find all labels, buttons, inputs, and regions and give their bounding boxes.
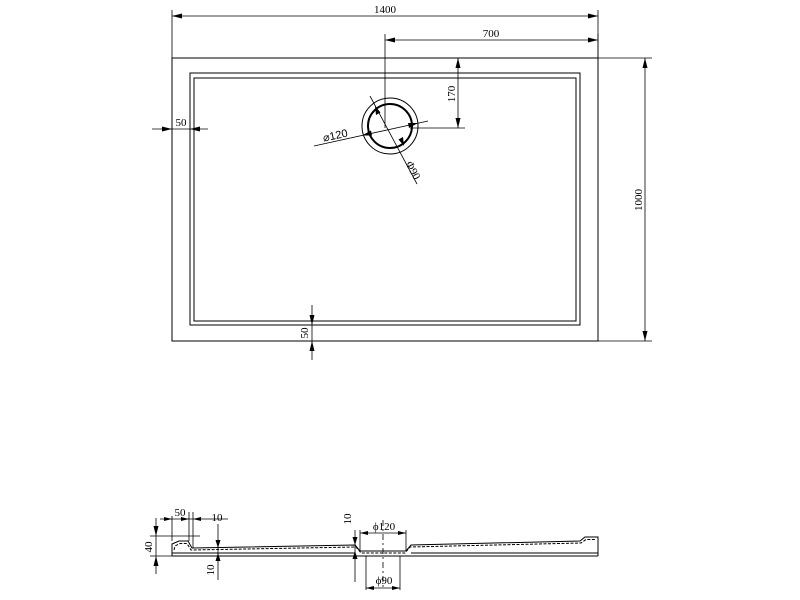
section-inner-profile — [173, 539, 596, 554]
label-bottom-rim: 50 — [299, 327, 311, 339]
label-section-drain-depth: 10 — [342, 513, 354, 525]
label-overall-width: 1400 — [374, 4, 397, 16]
label-section-drain-inner: ϕ90 — [376, 575, 393, 587]
label-section-bottom-thickness: 10 — [205, 564, 217, 576]
label-section-rim-width: 50 — [175, 507, 187, 519]
dim-section-drain-inner: ϕ90 — [365, 556, 401, 590]
label-half-width: 700 — [483, 28, 500, 40]
dim-section-drain-depth: 10 — [342, 513, 358, 582]
dim-half-width: 700 — [384, 28, 599, 128]
dim-section-rim: 50 10 — [160, 507, 228, 548]
label-overall-depth: 1000 — [633, 189, 645, 212]
top-view: 1400 700 170 1000 — [152, 4, 652, 360]
label-drain-offset: 170 — [446, 85, 458, 102]
section-view: 40 50 10 10 10 — [143, 507, 599, 590]
label-drain-outer: ⌀120 — [322, 128, 349, 145]
label-section-height: 40 — [143, 541, 155, 553]
dim-drain-offset: 170 — [410, 58, 465, 129]
label-section-rim-step: 10 — [212, 512, 224, 524]
dim-section-drain-outer: ϕ120 — [359, 521, 407, 551]
dim-bottom-rim: 50 — [299, 305, 315, 360]
label-left-rim: 50 — [176, 117, 188, 129]
label-section-drain-outer: ϕ120 — [373, 521, 396, 533]
dim-drain-outer: ⌀120 — [313, 120, 429, 147]
dim-section-bottom-thickness: 10 — [205, 524, 221, 580]
drain-outer-circle — [361, 97, 419, 155]
label-drain-inner: Φ90 — [403, 159, 423, 182]
dim-left-rim: 50 — [152, 117, 208, 132]
dim-section-height: 40 — [143, 518, 200, 574]
dim-overall-width: 1400 — [171, 4, 599, 58]
dim-overall-depth: 1000 — [598, 57, 652, 342]
